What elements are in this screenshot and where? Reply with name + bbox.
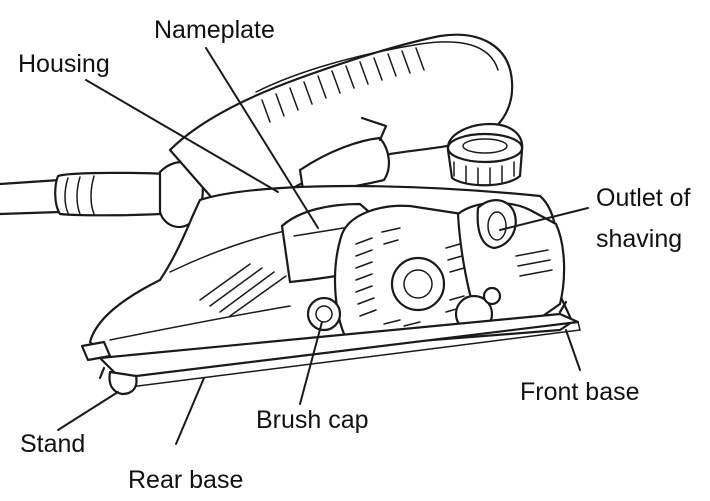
leader-outlet	[499, 207, 589, 231]
label-front-base: Front base	[520, 378, 640, 406]
label-stand: Stand	[20, 430, 85, 458]
leader-brush-cap	[299, 321, 323, 405]
leader-front-base	[565, 329, 581, 371]
front-section	[454, 199, 566, 334]
brush-cap-part	[306, 296, 342, 332]
label-rear-base: Rear base	[128, 466, 243, 494]
leader-nameplate	[205, 47, 319, 229]
label-outlet-of-shaving-2: shaving	[596, 225, 682, 253]
power-cord	[0, 160, 204, 229]
leader-stand	[57, 391, 119, 431]
depth-adjust-knob	[446, 122, 524, 187]
base-plates	[98, 300, 581, 389]
label-outlet-of-shaving-1: Outlet of	[596, 184, 691, 212]
leader-rear-base	[175, 377, 205, 445]
handle	[168, 33, 514, 232]
label-brush-cap: Brush cap	[256, 406, 369, 434]
leader-lines	[57, 47, 589, 445]
leader-housing	[85, 79, 279, 193]
label-nameplate: Nameplate	[154, 16, 275, 44]
label-housing: Housing	[18, 50, 110, 78]
stand-part	[80, 340, 138, 396]
